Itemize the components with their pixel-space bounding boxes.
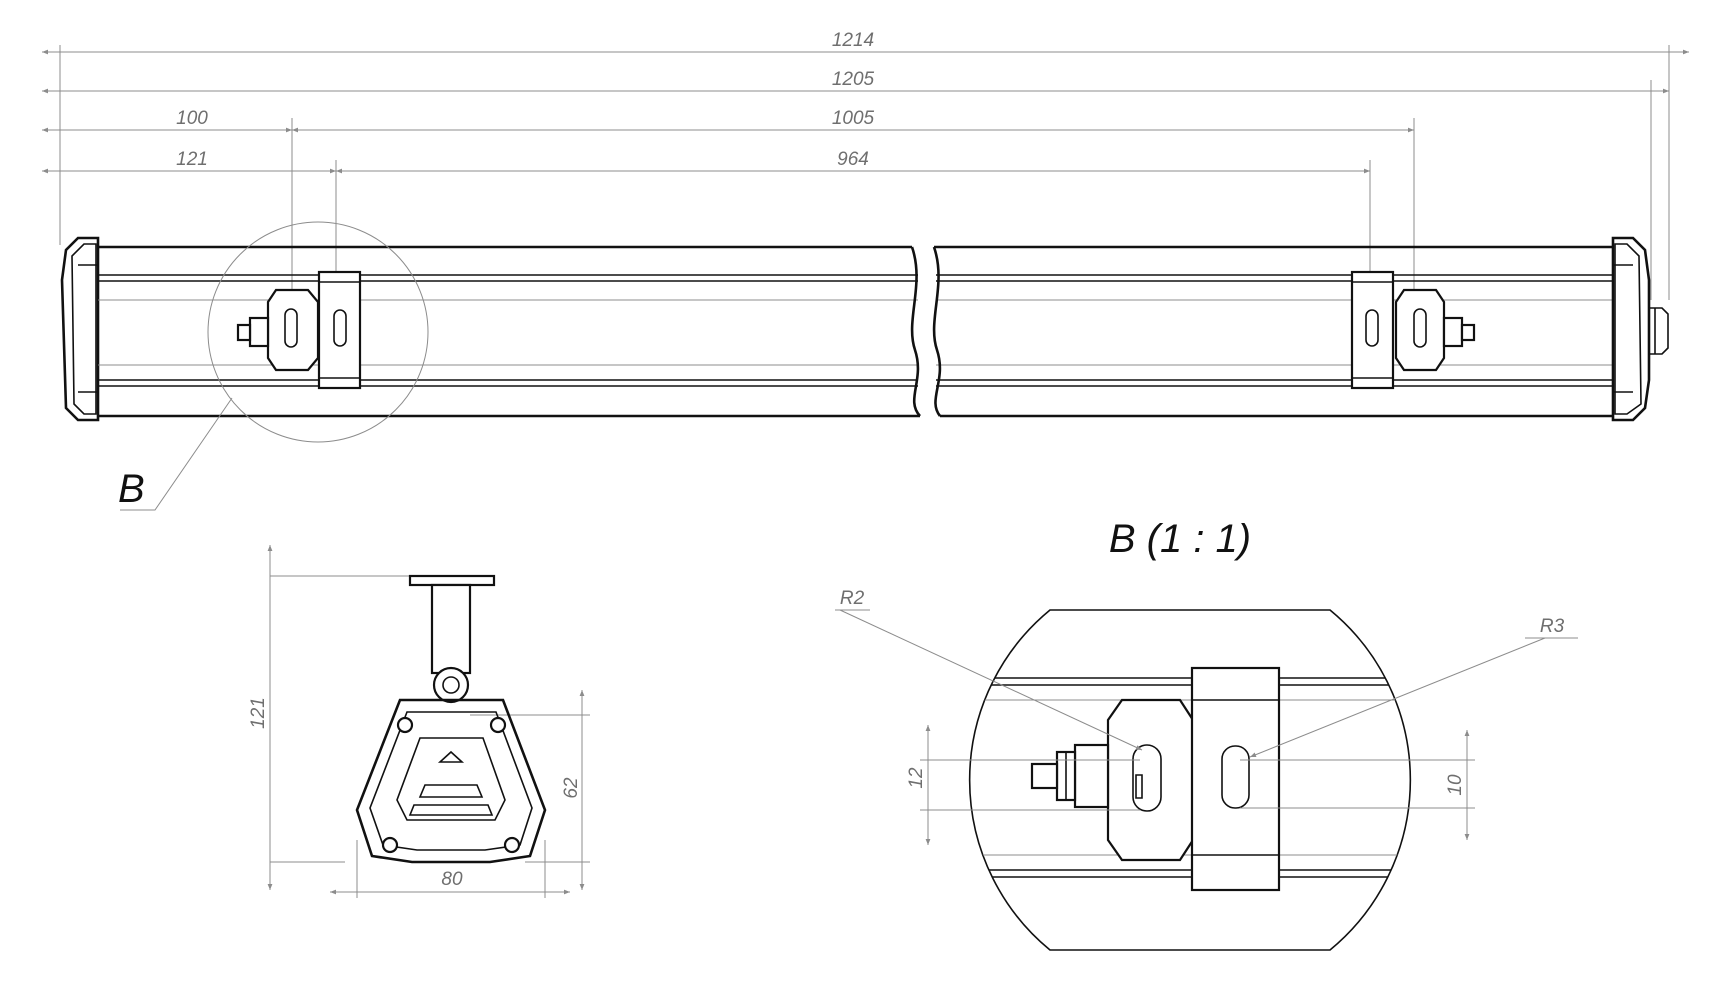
- dim-text-121: 121: [176, 149, 208, 170]
- dim-text-1214: 1214: [832, 30, 874, 51]
- dim-text-section-121: 121: [248, 697, 269, 729]
- detail-title: B (1 : 1): [1109, 517, 1251, 561]
- dim-text-100: 100: [176, 108, 208, 129]
- right-end-cap: [1611, 236, 1669, 422]
- dim-text-1205: 1205: [832, 69, 875, 90]
- leader-r2: [839, 609, 1143, 751]
- cross-section-view: 121 62 80: [248, 545, 590, 898]
- dim-text-r2: R2: [840, 588, 865, 609]
- dim-text-slot-10: 10: [1445, 774, 1466, 796]
- leader-r3: [1249, 637, 1546, 758]
- detail-marker-label: B: [118, 467, 145, 511]
- dim-text-section-80: 80: [441, 869, 463, 890]
- profile-body-right: [932, 245, 1613, 418]
- right-mount-bracket: [1350, 270, 1476, 390]
- dim-text-r3: R3: [1540, 616, 1565, 637]
- profile-body-left: [98, 245, 922, 418]
- dim-text-964: 964: [837, 149, 869, 170]
- detail-view: B (1 : 1): [835, 517, 1578, 951]
- dim-text-section-62: 62: [561, 777, 582, 799]
- dim-text-slot-12: 12: [906, 767, 927, 789]
- left-mount-bracket: [236, 270, 362, 390]
- dim-text-1005: 1005: [832, 108, 875, 129]
- left-end-cap: [60, 236, 100, 422]
- detail-leader: [120, 397, 233, 511]
- top-dimensions: 1214 1205 100 1005 121 964: [42, 30, 1689, 320]
- detail-circle: [207, 221, 429, 443]
- luminaire-side-view: B: [60, 221, 1669, 511]
